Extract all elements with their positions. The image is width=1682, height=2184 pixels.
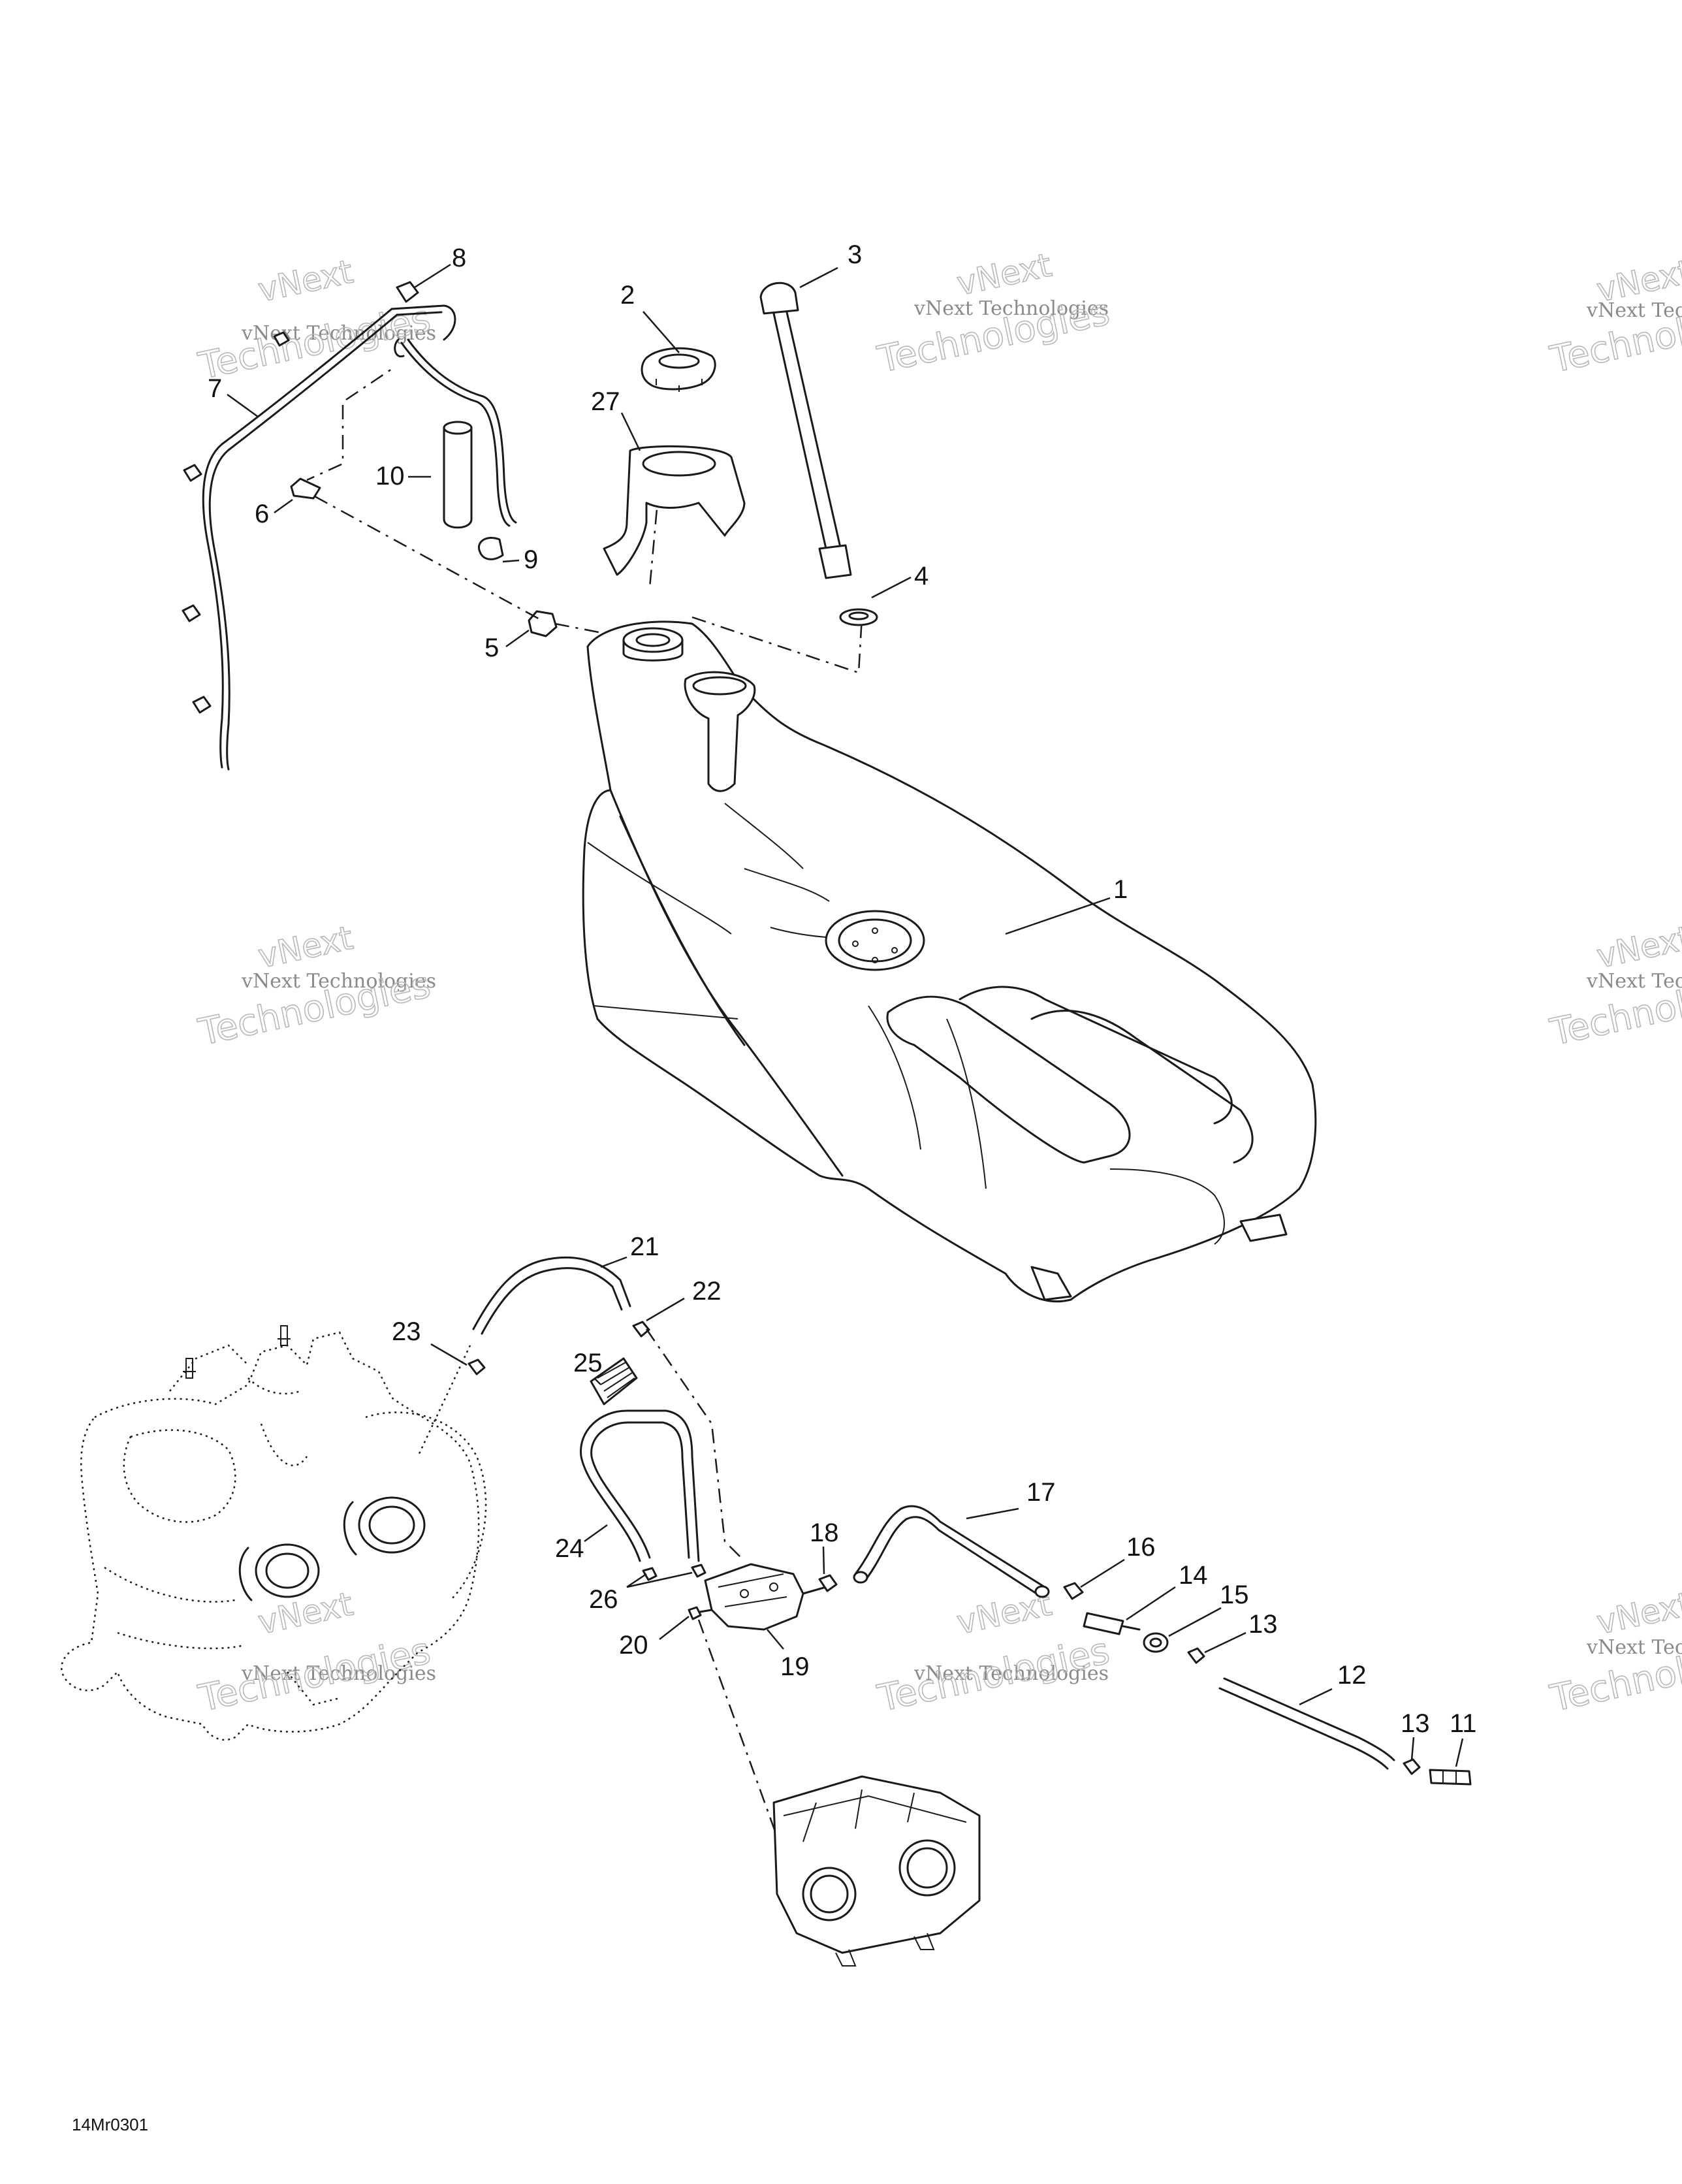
callout-14: 14: [1179, 1561, 1208, 1590]
grommet-part-4: [839, 608, 878, 626]
hose-part-10: [443, 421, 473, 529]
svg-text:Technologies: Technologies: [195, 1630, 434, 1720]
grommet-part-15: [1143, 1632, 1169, 1653]
watermark-mid-left: vNext vNext Technologies Technologies: [195, 918, 436, 1055]
callout-20: 20: [619, 1631, 648, 1660]
assembly-line-4-tank: [691, 616, 863, 674]
spring-part-25: [590, 1357, 638, 1405]
fitting-part-14: [1083, 1612, 1141, 1635]
assembly-line-6-5: [314, 495, 543, 622]
engine-illustration: [60, 1325, 487, 1741]
callout-17: 17: [1026, 1478, 1056, 1507]
svg-text:vNext Technologies: vNext Technologies: [241, 970, 436, 993]
assembly-line-pump-carb: [697, 1619, 785, 1855]
callout-13a: 13: [1248, 1610, 1278, 1639]
callout-labels: 1 2 3 4 5 6 7 8 9 10 11 12 13 13 14 15 1…: [208, 240, 1477, 1738]
callout-26: 26: [589, 1585, 618, 1614]
svg-text:vNext Technologies: vNext Technologies: [241, 322, 436, 345]
assembly-line-8: [345, 368, 392, 401]
svg-text:vNext Technologies: vNext Technologies: [1586, 299, 1682, 322]
vent-line-part-7: [182, 304, 456, 771]
watermark-bottom-left: vNext vNext Technologies Technologies: [195, 1584, 436, 1721]
callout-16: 16: [1126, 1533, 1156, 1562]
fuel-gauge-part-3: [759, 281, 852, 579]
carburetor-illustration: [772, 1775, 981, 1967]
hose-part-24: [580, 1409, 700, 1562]
clamp-part-23: [468, 1358, 486, 1375]
callout-7: 7: [208, 374, 222, 403]
clamp-part-9: [477, 536, 504, 560]
fuel-cap-part-2: [641, 347, 716, 392]
watermark-top-right: vNext vNext Technologies Technologies: [1546, 252, 1682, 382]
watermark-top-center: vNext vNext Technologies Technologies: [874, 246, 1114, 382]
svg-text:vNext: vNext: [255, 919, 356, 976]
svg-text:vNext: vNext: [1593, 1585, 1682, 1642]
callout-13b: 13: [1401, 1709, 1430, 1738]
clamp-part-13-a: [1187, 1647, 1205, 1664]
cap-support-part-27: [603, 445, 746, 576]
assembly-line-7-10: [306, 405, 344, 481]
callout-1: 1: [1113, 875, 1128, 904]
svg-text:vNext: vNext: [1593, 919, 1682, 976]
callout-15: 15: [1220, 1581, 1249, 1609]
assembly-line-27-tank: [648, 479, 661, 588]
leader-lines: [227, 263, 1464, 1767]
callout-19: 19: [780, 1652, 810, 1681]
clamp-part-16: [1063, 1582, 1084, 1600]
callout-22: 22: [692, 1277, 722, 1306]
callout-12: 12: [1337, 1661, 1367, 1690]
callout-5: 5: [484, 634, 499, 662]
fitting-part-20: [688, 1606, 702, 1620]
callout-21: 21: [630, 1232, 659, 1261]
callout-4: 4: [914, 562, 928, 590]
svg-text:Technologies: Technologies: [195, 297, 434, 388]
engine-intake-rings: [238, 1496, 426, 1601]
callout-23: 23: [392, 1317, 421, 1346]
callout-3: 3: [848, 240, 862, 269]
callout-18: 18: [810, 1518, 839, 1547]
callout-11: 11: [1450, 1709, 1477, 1738]
hose-part-21: [472, 1256, 631, 1335]
callout-9: 9: [524, 545, 538, 574]
callout-10: 10: [375, 462, 405, 490]
fuel-tank-part-1: [582, 620, 1317, 1303]
valve-part-6: [290, 477, 321, 500]
watermark-bottom-right: vNext vNext Technologies Technologies: [1546, 1584, 1682, 1721]
clamps-part-26: [642, 1564, 706, 1581]
hose-part-17: [853, 1505, 1050, 1598]
callout-24: 24: [555, 1534, 584, 1563]
vent-tube-bent: [394, 338, 517, 527]
callout-25: 25: [573, 1349, 603, 1377]
watermark-bottom-center: vNext vNext Technologies Technologies: [874, 1584, 1114, 1721]
clip-part-8: [396, 281, 419, 303]
fitting-part-11: [1429, 1769, 1472, 1786]
clamp-part-13-b: [1403, 1758, 1421, 1775]
assembly-line-22-pump: [645, 1328, 745, 1562]
svg-text:vNext: vNext: [255, 253, 356, 310]
watermark-top-left: vNext vNext Technologies Technologies: [195, 252, 436, 389]
watermark-mid-right: vNext vNext Technologies Technologies: [1546, 918, 1682, 1055]
svg-text:vNext: vNext: [953, 246, 1055, 303]
clamp-part-22: [632, 1321, 650, 1338]
svg-text:vNext Technologies: vNext Technologies: [913, 297, 1109, 320]
callout-27: 27: [591, 387, 620, 416]
svg-text:vNext Technologies: vNext Technologies: [913, 1662, 1109, 1685]
clamp-part-18: [818, 1574, 838, 1592]
hose-part-12: [1218, 1677, 1395, 1770]
callout-2: 2: [620, 281, 635, 310]
diagram-reference-code: 14Mr0301: [72, 2115, 148, 2134]
svg-text:Technologies: Technologies: [874, 1630, 1113, 1720]
callout-8: 8: [452, 244, 466, 272]
svg-text:vNext Technologies: vNext Technologies: [1586, 1636, 1682, 1659]
fuel-pump-part-19: [691, 1563, 827, 1631]
callout-6: 6: [255, 500, 269, 528]
svg-text:vNext Technologies: vNext Technologies: [1586, 970, 1682, 993]
